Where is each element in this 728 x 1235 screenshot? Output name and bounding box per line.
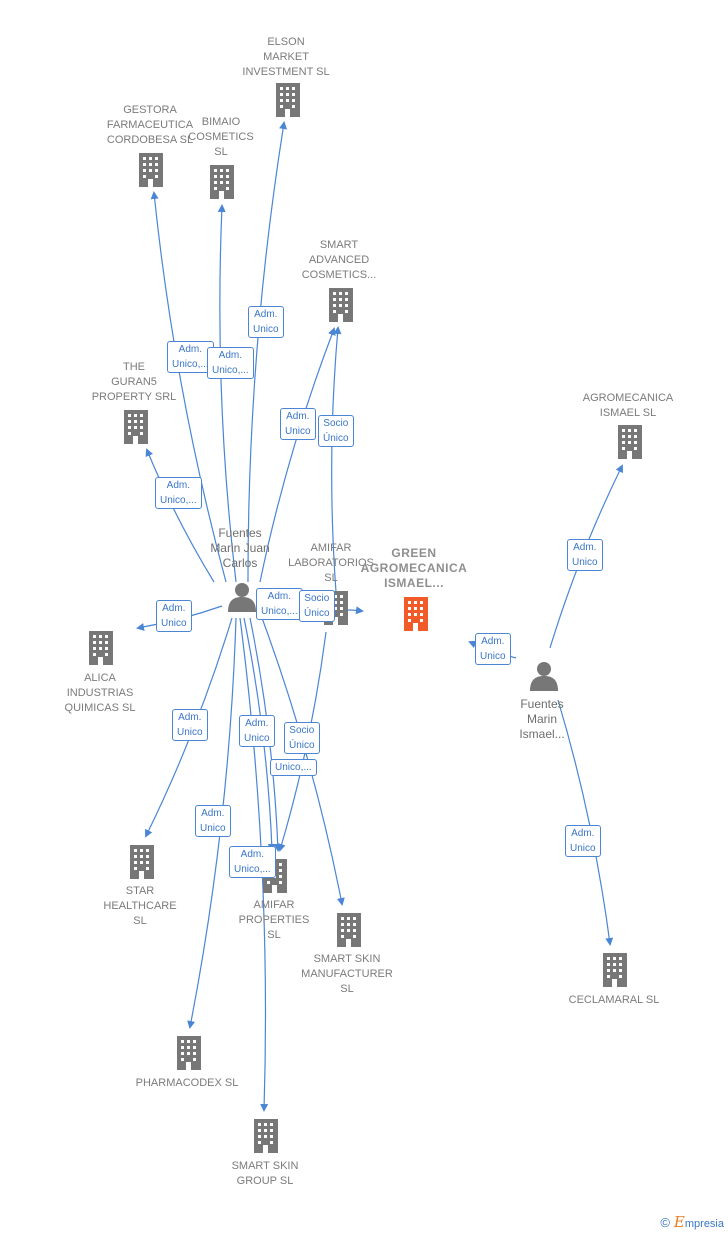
node-label-gestora[interactable]: GESTORA FARMACEUTICA CORDOBESA SL [106, 104, 194, 146]
relation-label[interactable]: Socio Único [284, 722, 320, 754]
brand-logo: ©Empresia [660, 1213, 724, 1231]
relation-label[interactable]: Adm. Unico,... [229, 846, 276, 878]
building-icon[interactable] [210, 165, 234, 199]
building-icon[interactable] [337, 913, 361, 947]
relation-label[interactable]: Adm. Unico [195, 805, 231, 837]
building-icon[interactable] [124, 410, 148, 444]
node-label-amifar-lab[interactable]: AMIFAR LABORATORIOS SL [288, 542, 374, 584]
node-label-amifar-prop[interactable]: AMIFAR PROPERTIES SL [238, 899, 310, 941]
node-label-guran5[interactable]: THE GURAN5 PROPERTY SRL [91, 361, 177, 403]
edge-amifar_lab-to-smart_adv [331, 326, 342, 593]
edge-fuentes_jc-to-guran5 [145, 448, 215, 583]
node-label-elson[interactable]: ELSON MARKET INVESTMENT SL [242, 36, 330, 78]
person-icon[interactable] [530, 662, 558, 691]
building-icon[interactable] [603, 953, 627, 987]
node-label-smart-skin-man[interactable]: SMART SKIN MANUFACTURER SL [301, 953, 393, 995]
edge-fuentes_jc-to-smart_adv [259, 327, 336, 583]
edge-fuentes_jc-to-elson [247, 121, 288, 583]
relation-label[interactable]: Adm. Unico,... [155, 477, 202, 509]
relation-label[interactable]: Adm. Unico [248, 306, 284, 338]
edge-fuentes_jc-to-gestora [150, 191, 227, 583]
node-label-bimaio[interactable]: BIMAIO COSMETICS SL [188, 116, 254, 158]
building-icon[interactable] [177, 1036, 201, 1070]
relation-label[interactable]: Adm. Unico [172, 709, 208, 741]
edge-fuentes_i-to-ceclamaral [557, 699, 614, 946]
relation-label[interactable]: Adm. Unico,... [207, 347, 254, 379]
building-icon[interactable] [276, 83, 300, 117]
node-label-fuentes-jc[interactable]: Fuentes Marin Juan Carlos [210, 526, 270, 570]
node-label-agromecanica[interactable]: AGROMECANICA ISMAEL SL [582, 392, 674, 419]
node-label-star[interactable]: STAR HEALTHCARE SL [103, 885, 177, 927]
building-icon[interactable] [404, 597, 428, 631]
node-label-green[interactable]: GREEN AGROMECANICA ISMAEL... [360, 546, 468, 590]
node-label-ceclamaral[interactable]: CECLAMARAL SL [568, 994, 660, 1006]
edge-fuentes_jc-to-bimaio [217, 204, 237, 583]
relation-label[interactable]: Adm. Unico [280, 408, 316, 440]
relation-label[interactable]: Adm. Unico [565, 825, 601, 857]
building-icon[interactable] [618, 425, 642, 459]
node-label-smart-skin-group[interactable]: SMART SKIN GROUP SL [231, 1160, 299, 1187]
relation-label[interactable]: Socio Único [318, 415, 354, 447]
relation-label[interactable]: Adm. Unico [156, 600, 192, 632]
relation-label[interactable]: Adm. Unico,... [256, 588, 303, 620]
building-icon[interactable] [89, 631, 113, 665]
relation-label[interactable]: Adm. Unico [567, 539, 603, 571]
copyright-symbol: © [660, 1215, 670, 1230]
node-label-fuentes-i[interactable]: Fuentes Marin Ismael... [519, 697, 565, 741]
node-label-alica[interactable]: ALICA INDUSTRIAS QUIMICAS SL [64, 672, 136, 714]
brand-initial: E [673, 1213, 685, 1231]
brand-name: mpresia [684, 1218, 724, 1230]
node-label-smart-adv[interactable]: SMART ADVANCED COSMETICS... [301, 239, 377, 281]
relation-label[interactable]: Adm. Unico,... [167, 341, 214, 373]
relation-label[interactable]: Adm. Unico [239, 715, 275, 747]
relation-label[interactable]: Socio Único [299, 590, 335, 622]
building-icon[interactable] [254, 1119, 278, 1153]
relation-label[interactable]: Unico,... [270, 759, 317, 776]
person-icon[interactable] [228, 583, 256, 612]
relation-label[interactable]: Adm. Unico [475, 633, 511, 665]
building-icon[interactable] [130, 845, 154, 879]
building-icon[interactable] [329, 288, 353, 322]
node-label-pharmacodex[interactable]: PHARMACODEX SL [135, 1077, 239, 1089]
